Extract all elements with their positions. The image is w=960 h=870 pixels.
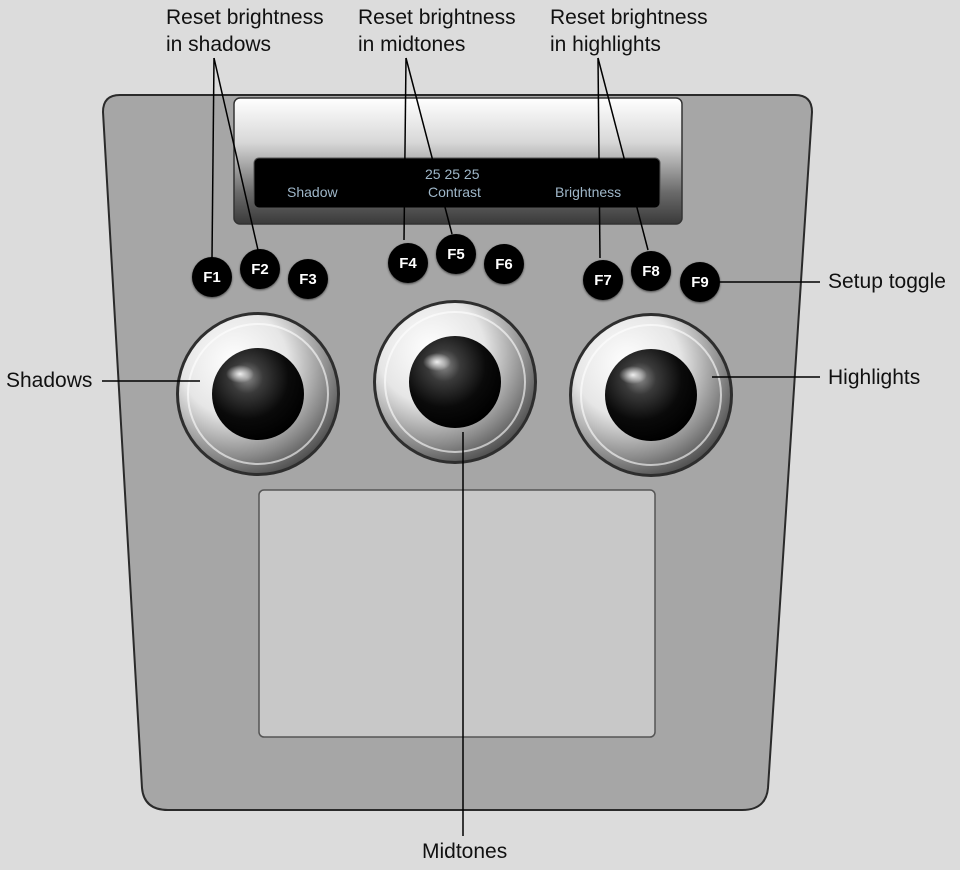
callout-reset-shadows: Reset brightness in shadows	[166, 4, 324, 58]
leader-f7	[597, 57, 601, 259]
f6-key[interactable]: F6	[484, 244, 524, 284]
trackball-midtones[interactable]	[373, 300, 537, 464]
callout-reset-highlights-line1: Reset brightness	[550, 6, 708, 29]
callout-setup-toggle: Setup toggle	[828, 270, 946, 293]
callout-shadows: Shadows	[6, 369, 93, 392]
callout-reset-shadows-line1: Reset brightness	[166, 6, 324, 29]
lcd-label-contrast: Contrast	[428, 184, 481, 200]
f9-key[interactable]: F9	[680, 262, 720, 302]
lcd-label-shadow: Shadow	[287, 184, 338, 200]
f4-key[interactable]: F4	[388, 243, 428, 283]
callout-reset-shadows-line2: in shadows	[166, 33, 272, 56]
f1-key[interactable]: F1	[192, 257, 232, 297]
f5-key[interactable]: F5	[436, 234, 476, 274]
leader-f5	[405, 57, 453, 235]
callout-reset-highlights-line2: in highlights	[550, 33, 661, 56]
touchpad[interactable]	[258, 489, 656, 738]
callout-reset-midtones: Reset brightness in midtones	[358, 4, 516, 58]
f7-key[interactable]: F7	[583, 260, 623, 300]
leader-lines	[102, 57, 820, 836]
callout-reset-highlights: Reset brightness in highlights	[550, 4, 708, 58]
lcd-screen	[253, 157, 661, 209]
f2-key[interactable]: F2	[240, 249, 280, 289]
trackball-shadows[interactable]	[176, 312, 340, 476]
f3-key[interactable]: F3	[288, 259, 328, 299]
leader-f2	[213, 57, 259, 251]
leader-f8	[597, 57, 649, 251]
lcd-label-brightness: Brightness	[555, 184, 622, 200]
callout-midtones: Midtones	[422, 840, 508, 863]
f8-key[interactable]: F8	[631, 251, 671, 291]
lcd-values: 25 25 25	[425, 166, 480, 182]
leader-f4	[403, 57, 407, 241]
callout-highlights: Highlights	[828, 366, 921, 389]
leader-f1	[211, 57, 215, 259]
callout-reset-midtones-line1: Reset brightness	[358, 6, 516, 29]
callout-reset-midtones-line2: in midtones	[358, 33, 466, 56]
trackball-highlights[interactable]	[569, 313, 733, 477]
